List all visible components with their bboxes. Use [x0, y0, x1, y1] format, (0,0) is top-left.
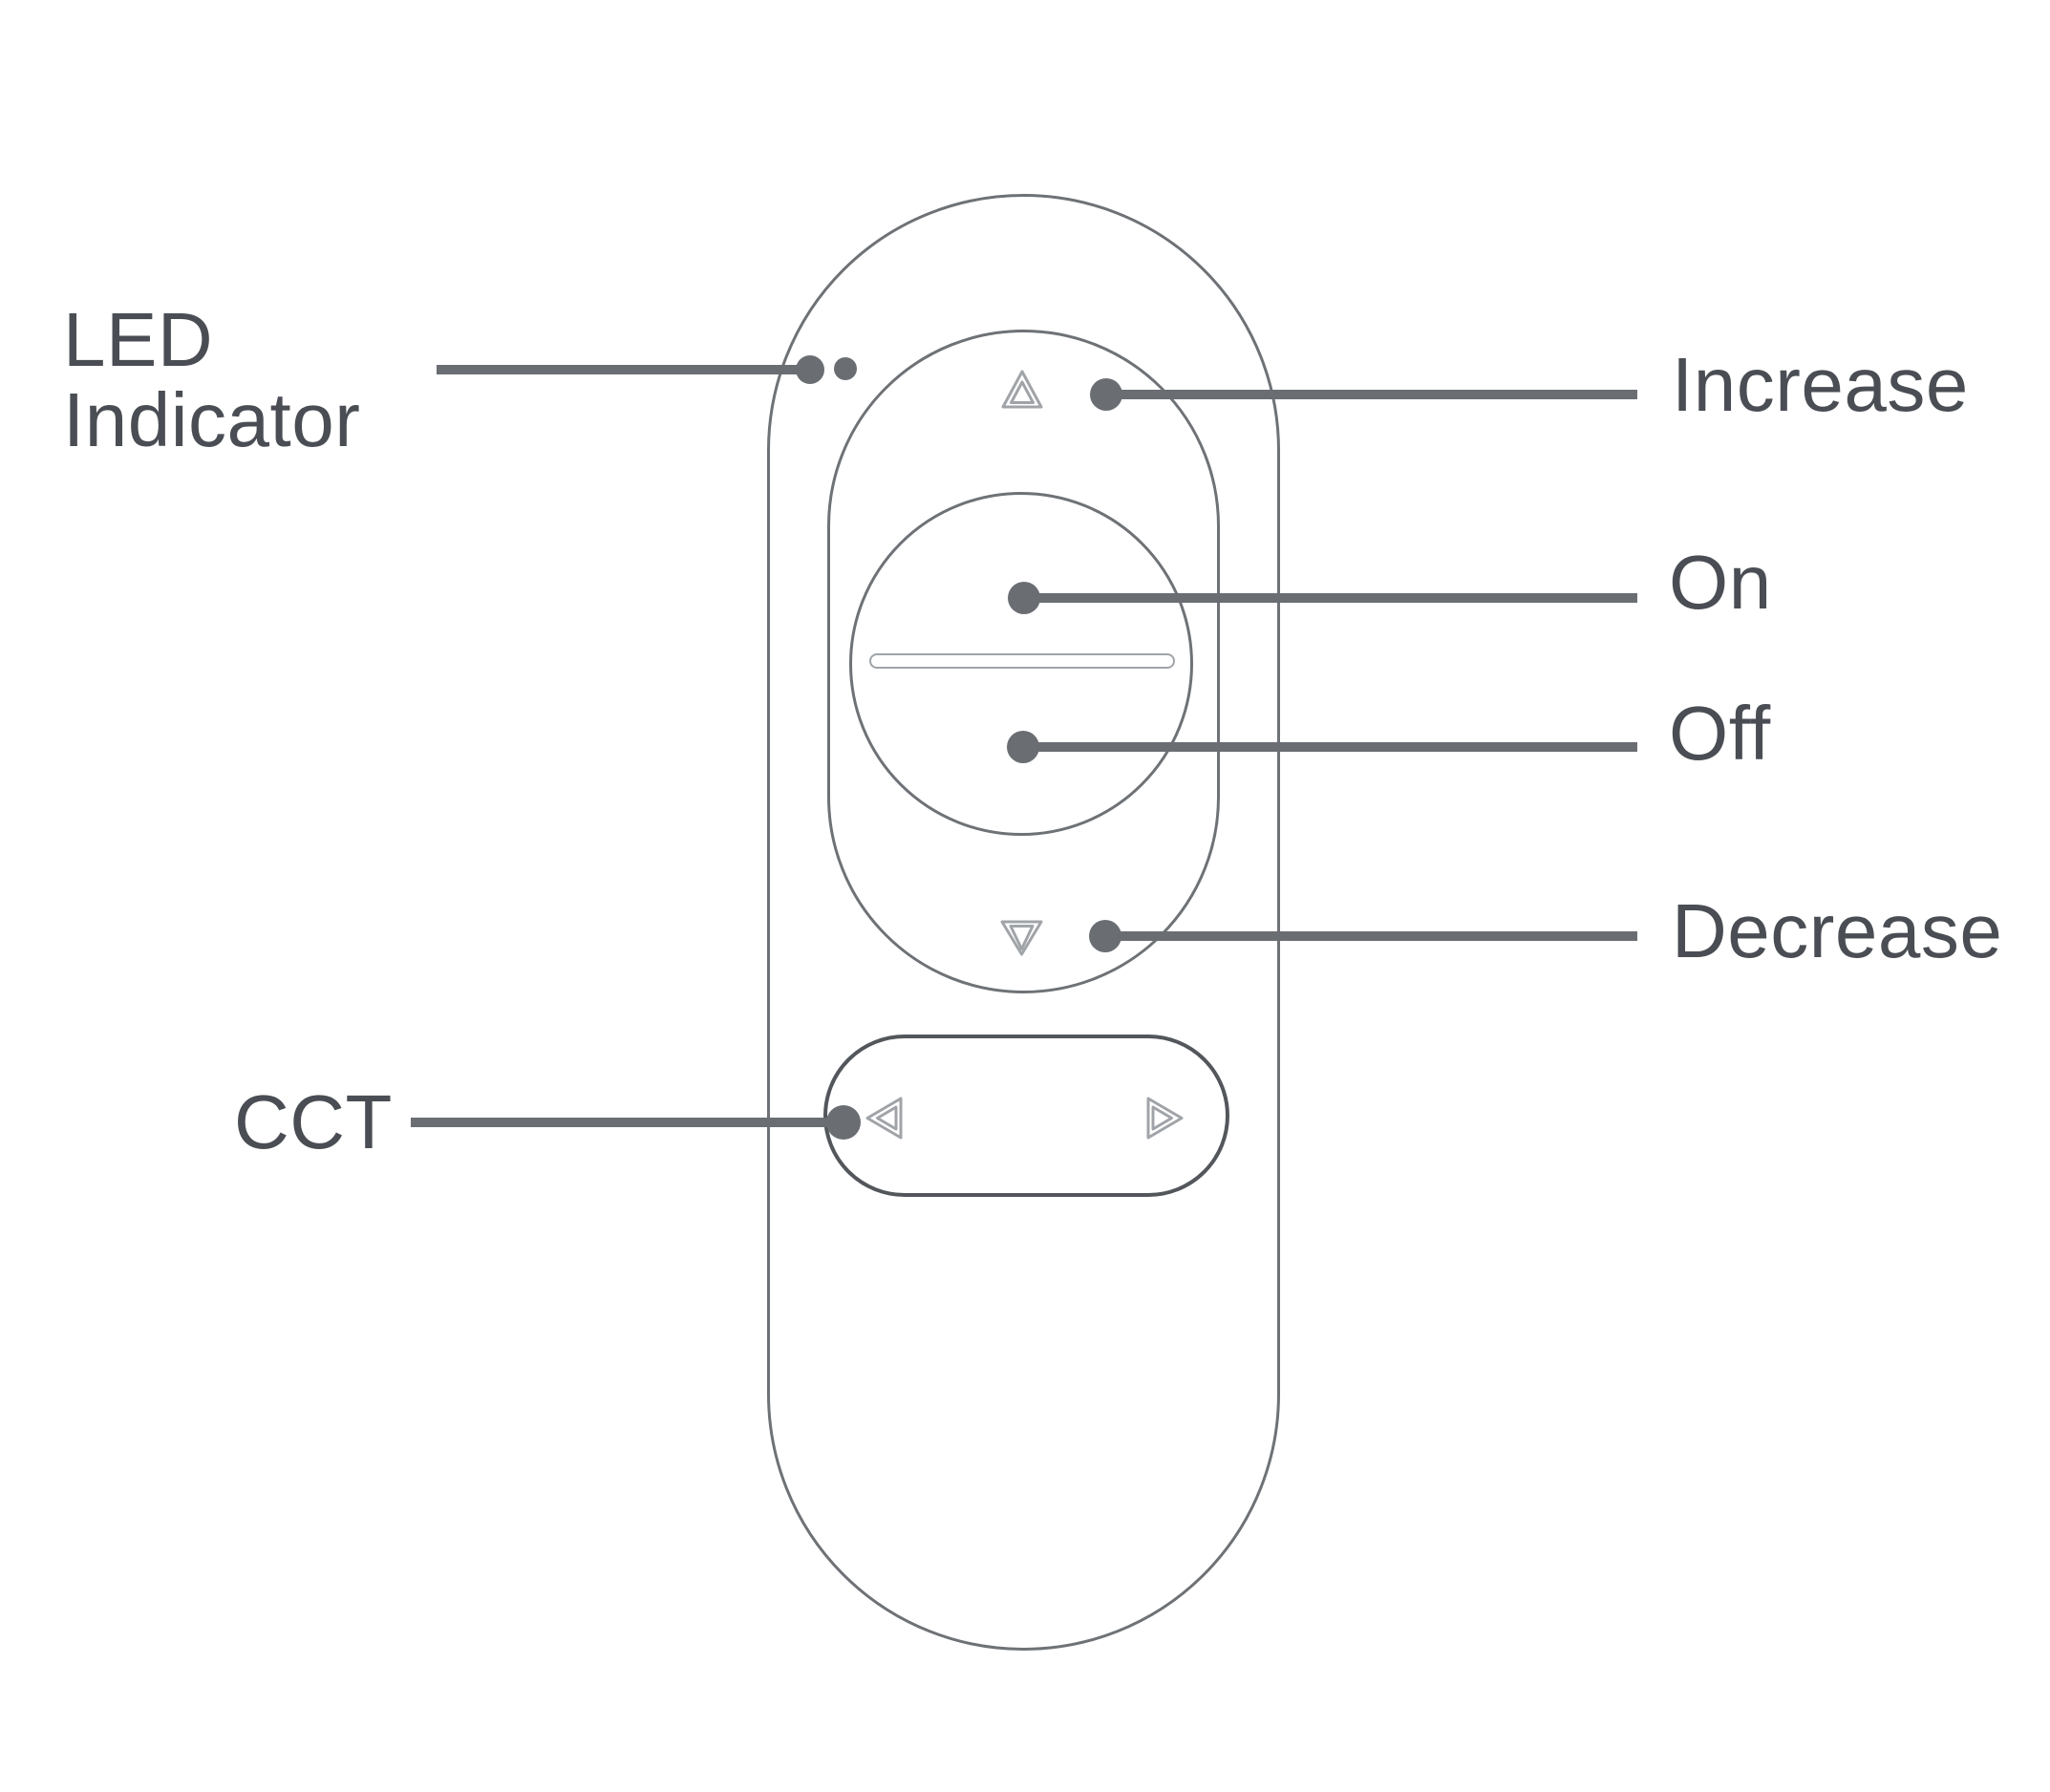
- label-increase: Increase: [1672, 342, 1969, 427]
- label-on: On: [1669, 540, 1772, 625]
- power-slot: [869, 653, 1175, 669]
- cct-left-arrow-icon: [865, 1097, 903, 1140]
- callout-line-led-indicator: [437, 365, 810, 374]
- callout-line-cct: [411, 1118, 843, 1127]
- callout-dot-on: [1008, 582, 1040, 614]
- callout-dot-decrease: [1089, 920, 1121, 952]
- label-decrease: Decrease: [1672, 888, 2003, 973]
- callout-dot-off: [1007, 731, 1039, 763]
- label-led-line1: LED: [63, 297, 214, 382]
- callout-line-on: [1024, 593, 1637, 603]
- label-off: Off: [1669, 691, 1771, 776]
- callout-line-increase: [1106, 390, 1637, 399]
- label-led-line2: Indicator: [63, 377, 361, 462]
- callout-dot-cct: [826, 1105, 861, 1140]
- callout-dot-increase: [1090, 378, 1122, 411]
- increase-arrow-icon: [1001, 370, 1043, 409]
- led-indicator-dot-large: [796, 355, 824, 384]
- label-cct: CCT: [234, 1079, 393, 1164]
- callout-line-decrease: [1105, 931, 1637, 941]
- cct-right-arrow-icon: [1146, 1097, 1185, 1140]
- led-indicator-dot-small: [834, 357, 857, 380]
- callout-line-off: [1023, 742, 1637, 752]
- decrease-arrow-icon: [1000, 920, 1043, 956]
